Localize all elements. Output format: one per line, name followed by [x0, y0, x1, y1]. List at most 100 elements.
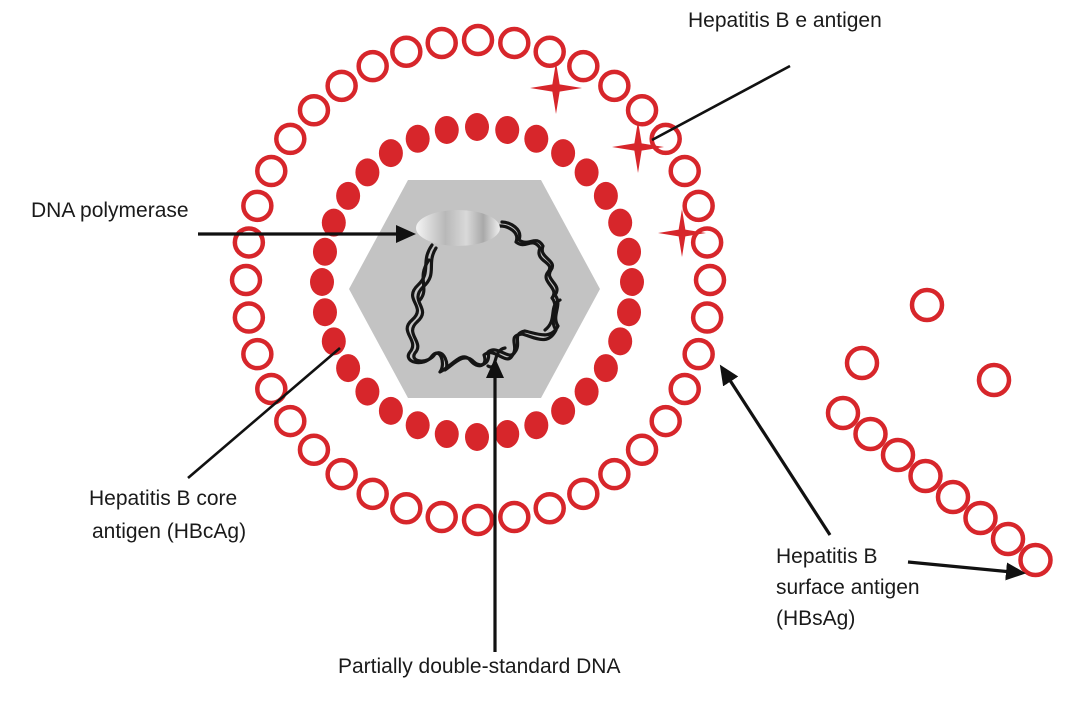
core-hbcag-dot [312, 298, 337, 327]
core-hbcag-dot [336, 181, 361, 210]
dna-strand [405, 220, 562, 374]
free-hbsag-sphere [976, 362, 1012, 398]
envelope-hbsag-circle [325, 69, 358, 103]
core-hbcag-dot [617, 298, 642, 327]
envelope-hbsag-circle [425, 26, 458, 60]
core-hbcag-dot [321, 208, 346, 237]
envelope-hbsag-circle [668, 154, 701, 188]
hbsag-filament-circle [908, 458, 943, 494]
hbsag-filament-circle [853, 416, 888, 452]
e-antigen-star [530, 62, 582, 114]
envelope-hbsag-circle [425, 500, 458, 534]
envelope-hbsag-circle [649, 404, 682, 438]
envelope-hbsag-circle [274, 404, 307, 438]
envelope-hbsag-circle [625, 94, 659, 127]
envelope-hbsag-circle [241, 337, 274, 371]
arrow-surface-antigen-envelope [719, 364, 832, 536]
envelope-hbsag-circle [229, 263, 263, 297]
free-hbsag-sphere [909, 287, 945, 323]
envelope-hbsag-circle [297, 433, 331, 466]
e-antigen-stars [530, 62, 706, 257]
envelope-hbsag-circle [461, 503, 495, 537]
hbsag-filament-circle [1018, 542, 1053, 578]
core-hbcag-dot [574, 377, 599, 406]
core-hbcag-dot [620, 268, 644, 296]
core-hbcag-dot [405, 124, 430, 153]
envelope-ring [229, 23, 727, 537]
core-hbcag-dot [405, 411, 430, 440]
envelope-hbsag-circle [241, 189, 274, 223]
core-hbcag-dot [495, 420, 520, 449]
envelope-hbsag-circle [693, 263, 727, 297]
core-hbcag-dot [608, 327, 633, 356]
label-core-antigen-line2: antigen (HBcAg) [92, 520, 246, 543]
envelope-hbsag-circle [598, 69, 631, 103]
core-hbcag-dot [593, 181, 618, 210]
leader-e-antigen [651, 64, 791, 142]
envelope-hbsag-circle [390, 492, 423, 525]
envelope-hbsag-circle [356, 477, 389, 511]
core-hbcag-dot [465, 423, 489, 451]
envelope-hbsag-circle [390, 35, 423, 68]
envelope-hbsag-circle [690, 301, 724, 334]
free-hbsag-sphere [844, 345, 880, 381]
core-hbcag-dot [551, 396, 576, 425]
label-core-antigen-line1: Hepatitis B core [89, 487, 237, 510]
envelope-hbsag-circle [690, 226, 724, 259]
e-antigen-star [658, 209, 706, 257]
envelope-hbsag-circle [682, 189, 715, 223]
envelope-hbsag-circle [498, 26, 531, 60]
core-ring [310, 113, 644, 451]
core-hbcag-dot [524, 411, 549, 440]
core-hbcag-dot [593, 354, 618, 383]
core-hbcag-dot [336, 354, 361, 383]
core-hbcag-dot [355, 377, 380, 406]
envelope-hbsag-circle [567, 477, 600, 511]
envelope-hbsag-circle [498, 500, 531, 534]
core-hbcag-dot [465, 113, 489, 141]
core-hbcag-dot [355, 158, 380, 187]
envelope-hbsag-circle [461, 23, 495, 57]
hbsag-filament-circle [990, 521, 1026, 557]
core-hbcag-dot [378, 139, 403, 168]
envelope-hbsag-circle [533, 492, 566, 525]
envelope-hbsag-circle [598, 457, 631, 491]
envelope-hbsag-circle [356, 49, 389, 83]
hbsag-filament-circle [963, 500, 998, 536]
envelope-hbsag-circle [325, 457, 358, 491]
core-hbcag-dot [312, 237, 337, 266]
envelope-hbsag-circle [668, 372, 701, 406]
core-hbcag-dot [378, 396, 403, 425]
free-hbsag-particles [825, 287, 1053, 578]
envelope-hbsag-circle [232, 301, 266, 334]
core-hbcag-dot [434, 115, 459, 144]
label-surface-antigen-line1: Hepatitis B [776, 545, 878, 568]
leader-core-antigen [187, 347, 341, 479]
label-surface-antigen-line2: surface antigen [776, 576, 920, 599]
label-surface-antigen-line3: (HBsAg) [776, 607, 855, 630]
label-dna: Partially double-standard DNA [338, 655, 620, 678]
core-hbcag-dot [321, 327, 346, 356]
core-hbcag-dot [551, 139, 576, 168]
core-hbcag-dot [608, 208, 633, 237]
envelope-hbsag-circle [682, 337, 715, 371]
label-dna-polymerase: DNA polymerase [31, 199, 189, 222]
hbsag-filament-circle [825, 395, 861, 431]
envelope-hbsag-circle [533, 35, 566, 68]
core-hbcag-dot [574, 158, 599, 187]
label-e-antigen: Hepatitis B e antigen [688, 9, 882, 32]
core-hbcag-dot [524, 124, 549, 153]
core-hbcag-dot [434, 420, 459, 449]
arrow-surface-antigen-filament [907, 560, 1026, 581]
core-hbcag-dot [617, 237, 642, 266]
e-antigen-star [612, 121, 664, 173]
core-hbcag-dot [310, 268, 334, 296]
core-hbcag-dot [495, 115, 520, 144]
envelope-hbsag-circle [255, 154, 288, 188]
envelope-hbsag-circle [274, 122, 307, 156]
envelope-hbsag-circle [255, 372, 288, 406]
dna-polymerase-oval [416, 210, 500, 246]
envelope-hbsag-circle [567, 49, 600, 83]
envelope-hbsag-circle [625, 433, 659, 466]
